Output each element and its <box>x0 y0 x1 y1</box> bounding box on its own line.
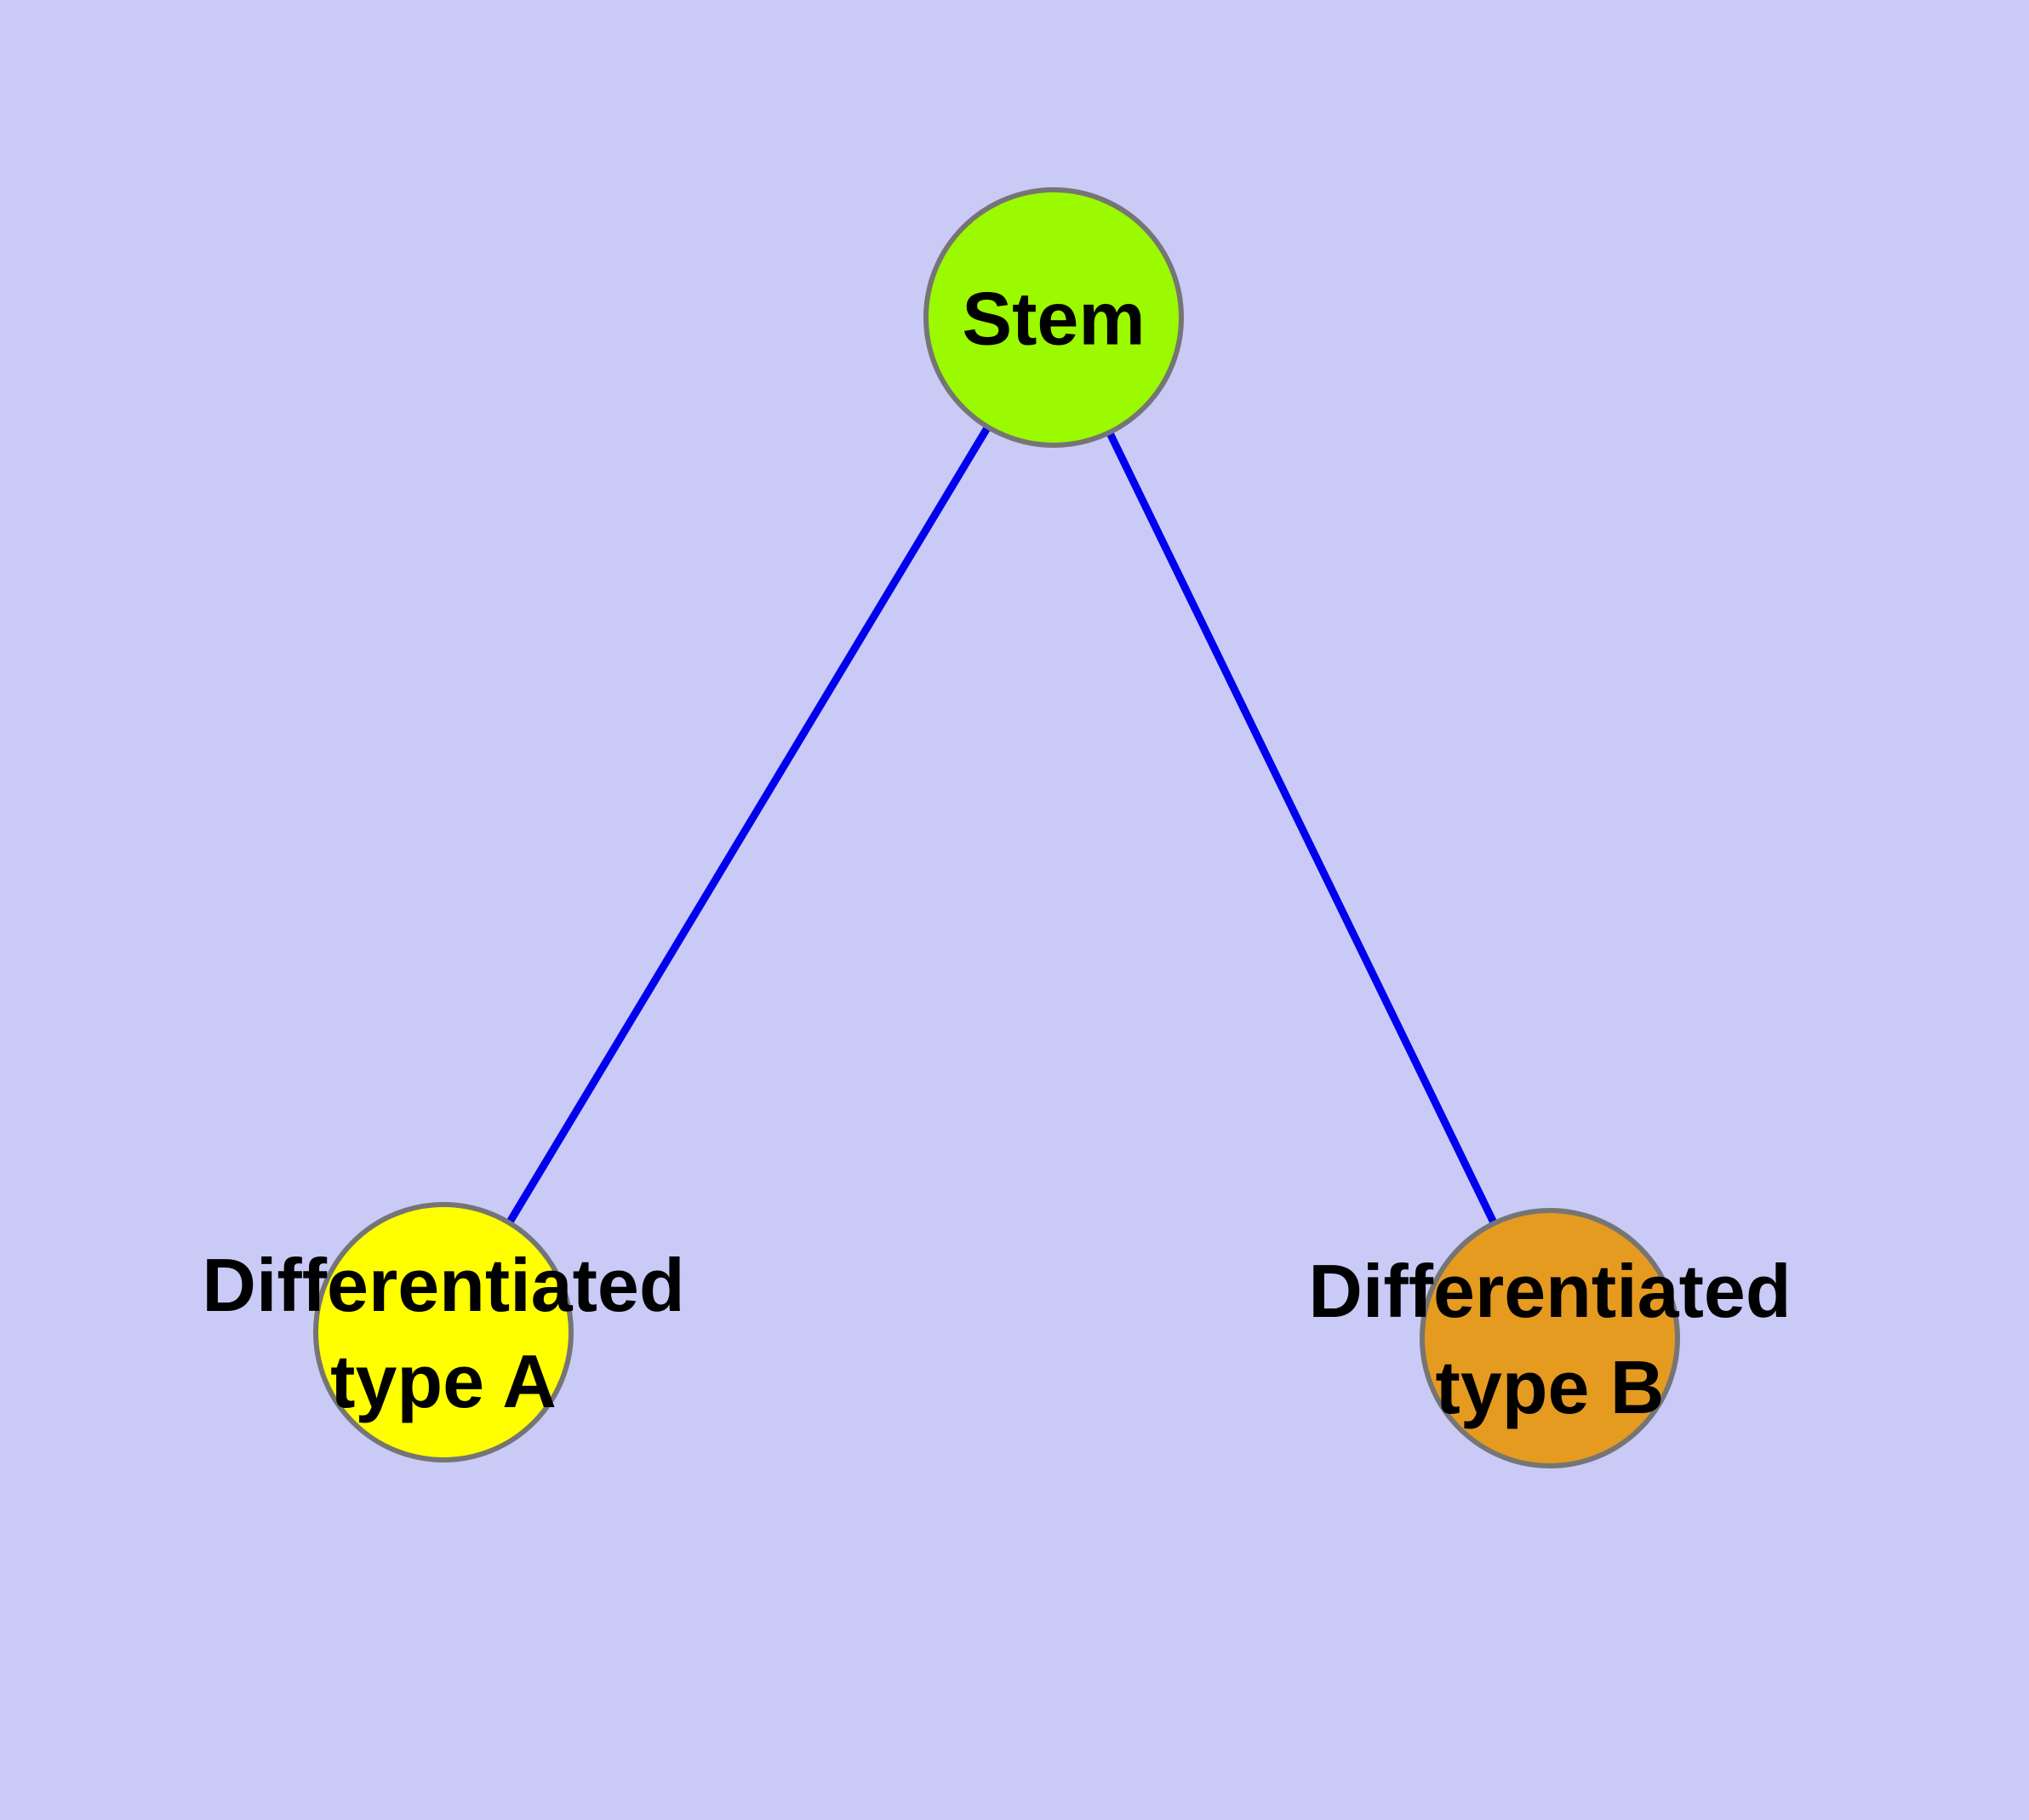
node-label-stem: Stem <box>962 277 1145 361</box>
node-label-diff-a: Differentiated type A <box>202 1243 684 1423</box>
node-label-line: Differentiated <box>202 1243 684 1327</box>
node-label-diff-b: Differentiated type B <box>1308 1249 1791 1429</box>
edge-stem-diff-a <box>440 315 1057 1335</box>
node-label-line: type A <box>330 1339 557 1423</box>
node-label-line: Stem <box>962 277 1145 361</box>
node-circle-diff-a <box>313 1202 574 1462</box>
node-circle-stem <box>923 187 1184 448</box>
edges-layer <box>440 315 1554 1340</box>
nodes-layer <box>313 187 1680 1468</box>
node-circle-diff-b <box>1420 1208 1680 1468</box>
node-label-line: type B <box>1436 1345 1665 1429</box>
edge-stem-diff-b <box>1049 316 1554 1340</box>
node-label-line: Differentiated <box>1308 1249 1791 1333</box>
